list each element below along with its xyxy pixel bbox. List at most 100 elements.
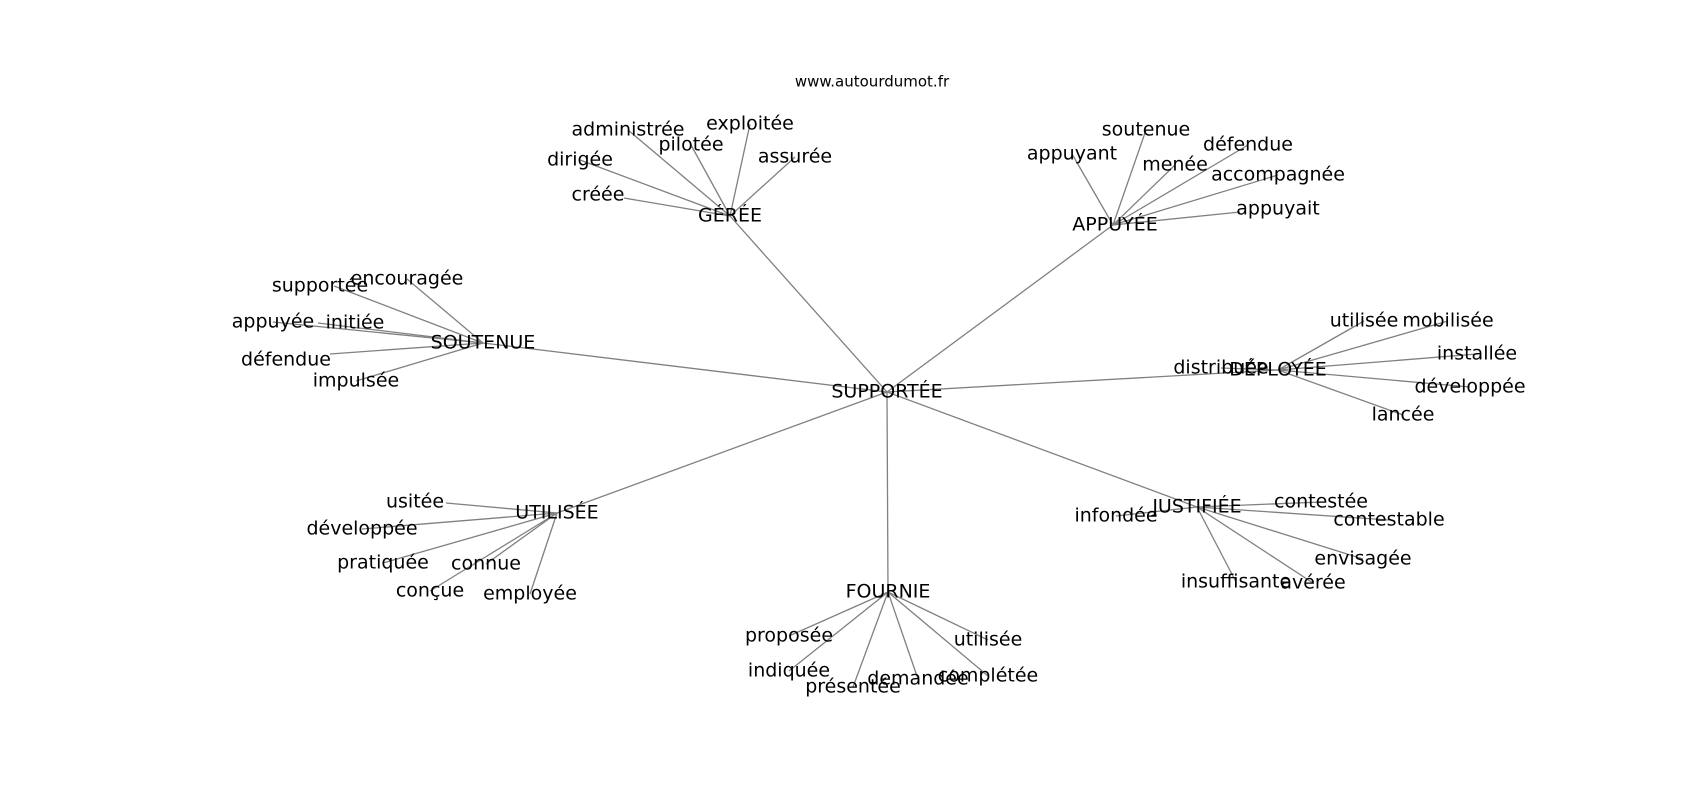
- leaf-node: développée: [306, 518, 417, 540]
- leaf-node: dirigée: [547, 149, 613, 171]
- edge-soutenue-leaf: [406, 278, 484, 344]
- leaf-node: pratiquée: [337, 552, 429, 574]
- leaf-node: appuyant: [1027, 143, 1117, 165]
- source-label: www.autourdumot.fr: [795, 73, 950, 91]
- edge-justifiee-leaf: [1115, 506, 1198, 517]
- leaf-node: développée: [1414, 376, 1525, 398]
- leaf-node: défendue: [1203, 134, 1293, 156]
- edge-appuyee-leaf: [1112, 144, 1249, 226]
- edge-geree-leaf: [627, 129, 731, 217]
- leaf-node: utilisée: [954, 629, 1023, 651]
- leaf-node: demandée: [867, 668, 968, 690]
- edge-geree-leaf: [729, 156, 796, 217]
- leaf-node: appuyait: [1236, 198, 1319, 220]
- leaf-node: proposée: [745, 625, 833, 647]
- leaf-node: contestée: [1274, 491, 1368, 513]
- edge-soutenue-leaf: [355, 342, 484, 382]
- cluster-node-appuyee: APPUYÉE: [1072, 213, 1157, 236]
- edge-appuyee-leaf: [1112, 174, 1279, 226]
- leaf-node: exploitée: [706, 113, 794, 135]
- edge-fournie-leaf: [788, 591, 889, 637]
- leaf-node: complétée: [938, 665, 1038, 687]
- leaf-node: supportée: [272, 275, 368, 297]
- edge-geree-leaf: [579, 159, 731, 217]
- leaf-node: initiée: [326, 312, 385, 334]
- edge-soutenue-leaf: [329, 342, 484, 355]
- edge-geree-leaf: [729, 123, 751, 217]
- edge-fournie-leaf: [887, 591, 989, 677]
- edge-deployee-leaf: [1277, 353, 1478, 371]
- leaf-node: utilisée: [1330, 310, 1399, 332]
- edge-geree-leaf: [690, 144, 731, 217]
- edge-utilisee-leaf: [361, 512, 558, 530]
- edge-deployee-leaf: [1277, 320, 1449, 371]
- leaf-node: mobilisée: [1402, 310, 1493, 332]
- leaf-node: impulsée: [313, 370, 399, 392]
- edge-appuyee-leaf: [1071, 153, 1114, 226]
- edge-fournie-leaf: [852, 591, 889, 688]
- edge-appuyee-leaf: [1112, 129, 1147, 226]
- edge-center-appuyee: [886, 224, 1114, 393]
- cluster-node-deployee: DÉPLOYÉE: [1229, 358, 1327, 381]
- leaf-node: menée: [1142, 154, 1208, 176]
- edge-utilisee-leaf: [529, 512, 558, 595]
- edge-center-geree: [729, 215, 888, 393]
- center-node: SUPPORTÉE: [831, 380, 942, 403]
- leaf-node: appuyée: [232, 311, 314, 333]
- edge-soutenue-leaf: [333, 285, 484, 344]
- cluster-node-utilisee: UTILISÉE: [515, 501, 598, 524]
- cluster-node-justifiee: JUSTIFIÉE: [1151, 495, 1241, 518]
- leaf-node: distribuée: [1173, 357, 1268, 379]
- leaf-node: infondée: [1074, 505, 1157, 527]
- edge-justifiee-leaf: [1196, 506, 1237, 583]
- leaf-node: usitée: [386, 491, 444, 513]
- edge-geree-leaf: [623, 197, 731, 217]
- leaf-node: contestable: [1333, 509, 1444, 531]
- edge-soutenue-leaf: [272, 321, 484, 344]
- edge-deployee-leaf: [1277, 369, 1471, 388]
- edge-soutenue-leaf: [317, 322, 484, 344]
- edge-utilisee-leaf: [429, 512, 558, 592]
- edge-appuyee-leaf: [1112, 211, 1241, 226]
- leaf-node: présentée: [805, 676, 901, 698]
- edge-deployee-leaf: [1277, 369, 1404, 416]
- leaf-node: employée: [483, 583, 577, 605]
- leaf-node: indiquée: [748, 660, 830, 682]
- leaf-node: défendue: [241, 349, 331, 371]
- leaf-node: créée: [572, 184, 625, 206]
- edge-justifiee-leaf: [1196, 506, 1390, 521]
- edge-utilisee-leaf: [382, 512, 558, 564]
- edge-justifiee-leaf: [1196, 506, 1314, 584]
- edge-utilisee-leaf: [445, 502, 558, 514]
- graph-labels: www.autourdumot.fr SUPPORTÉE GÉRÉE adminis…: [232, 73, 1526, 698]
- leaf-node: encouragée: [351, 268, 464, 290]
- leaf-node: conçue: [396, 580, 464, 602]
- leaf-node: installée: [1437, 343, 1517, 365]
- leaf-node: administrée: [572, 119, 685, 141]
- edge-center-soutenue: [482, 342, 888, 393]
- edge-deployee-leaf: [1220, 367, 1279, 371]
- leaf-node: pilotée: [658, 134, 723, 156]
- cluster-node-geree: GÉRÉE: [698, 204, 762, 227]
- edge-appuyee-leaf: [1112, 164, 1176, 226]
- edge-fournie-leaf: [887, 591, 919, 680]
- leaf-node: envisagée: [1314, 548, 1411, 570]
- leaf-node: connue: [451, 553, 521, 575]
- edge-center-utilisee: [556, 391, 888, 514]
- edge-fournie-leaf: [887, 591, 989, 641]
- edge-center-fournie: [886, 391, 889, 593]
- cluster-node-soutenue: SOUTENUE: [431, 332, 536, 354]
- edge-utilisee-leaf: [485, 512, 558, 565]
- cluster-node-fournie: FOURNIE: [846, 581, 931, 603]
- leaf-node: avérée: [1280, 572, 1345, 594]
- edge-justifiee-leaf: [1196, 501, 1322, 508]
- edge-center-justifiee: [886, 391, 1198, 508]
- edge-center-deployee: [886, 369, 1279, 393]
- edge-justifiee-leaf: [1196, 506, 1364, 560]
- leaf-node: accompagnée: [1211, 164, 1345, 186]
- edge-deployee-leaf: [1277, 320, 1365, 371]
- leaf-node: lancée: [1372, 404, 1435, 426]
- edge-fournie-leaf: [788, 591, 889, 672]
- graph-edges: [272, 123, 1478, 688]
